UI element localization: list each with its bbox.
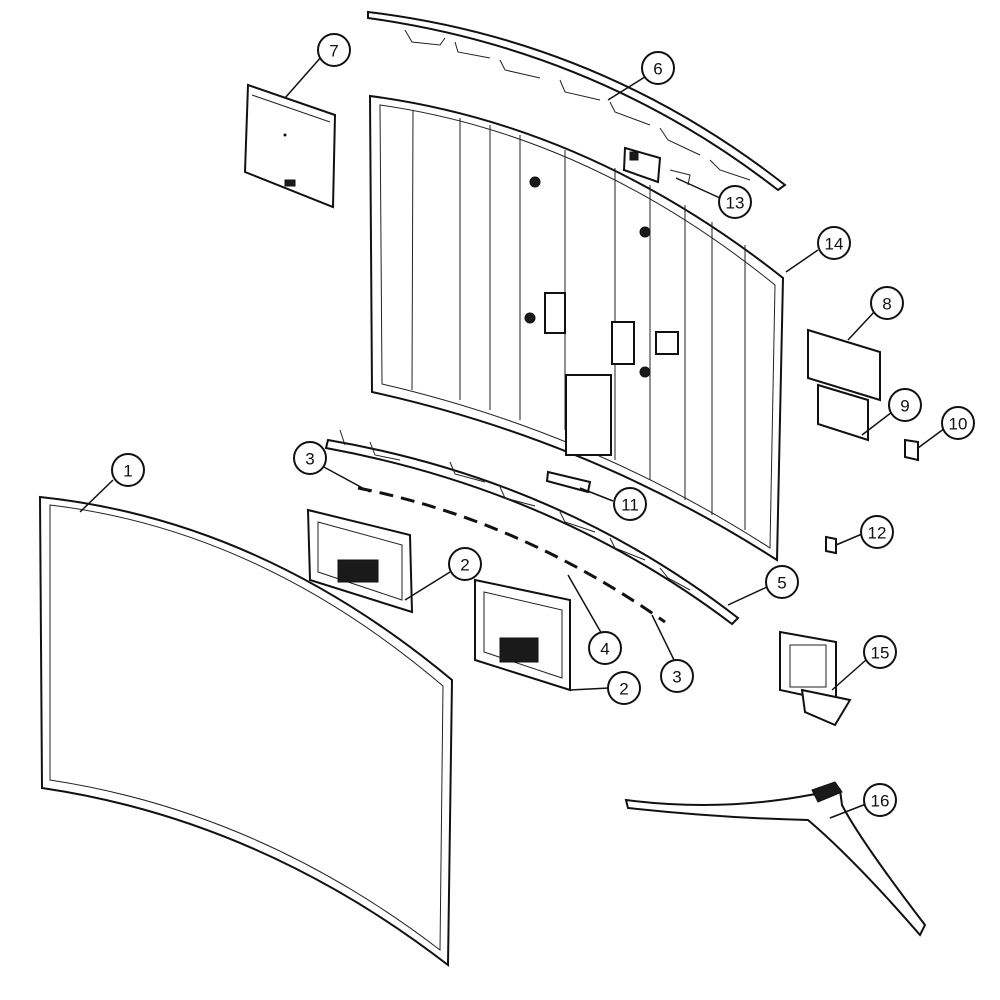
callout-label: 10 — [949, 415, 968, 434]
part-led-strip — [357, 486, 666, 624]
callout-label: 3 — [672, 668, 681, 687]
part-display-panel — [38, 495, 454, 968]
part-stand-bracket — [779, 630, 852, 727]
callout-10: 10 — [941, 406, 975, 440]
callout-2-left: 2 — [448, 547, 482, 581]
part-board-8 — [807, 328, 881, 402]
callout-16: 16 — [863, 783, 897, 817]
callout-6: 6 — [641, 51, 675, 85]
callout-label: 2 — [460, 556, 469, 575]
callout-label: 7 — [329, 42, 338, 61]
part-top-rail — [367, 10, 787, 192]
callout-label: 8 — [882, 295, 891, 314]
part-bracket-13 — [622, 146, 691, 186]
callout-7: 7 — [317, 33, 351, 67]
callout-label: 11 — [621, 496, 639, 515]
callout-label: 1 — [123, 462, 132, 481]
callout-5: 5 — [765, 565, 799, 599]
part-board-9 — [817, 383, 869, 442]
part-clip-11 — [545, 470, 592, 494]
callout-label: 13 — [726, 194, 745, 213]
callout-3-right: 3 — [660, 659, 694, 693]
callout-label: 9 — [900, 397, 909, 416]
callout-label: 4 — [600, 640, 609, 659]
callout-label: 12 — [868, 524, 887, 543]
callout-11: 11 — [613, 487, 647, 521]
callout-label: 14 — [825, 235, 844, 254]
callout-label: 5 — [777, 574, 786, 593]
callout-label: 15 — [871, 644, 890, 663]
callout-9: 9 — [888, 388, 922, 422]
callout-label: 16 — [871, 792, 890, 811]
callout-8: 8 — [870, 286, 904, 320]
callout-4: 4 — [588, 631, 622, 665]
callout-label: 2 — [619, 680, 628, 699]
callout-label: 3 — [305, 450, 314, 469]
leader-lines — [79, 55, 946, 819]
callout-13: 13 — [718, 185, 752, 219]
callout-15: 15 — [863, 635, 897, 669]
callout-1: 1 — [111, 453, 145, 487]
part-stand-base — [624, 781, 927, 937]
part-main-board — [243, 83, 337, 209]
part-small-10 — [904, 438, 919, 462]
part-bottom-rail — [324, 429, 740, 626]
callout-label: 6 — [653, 60, 662, 79]
part-small-12 — [825, 535, 837, 555]
part-speaker-right — [474, 578, 571, 692]
part-speaker-left — [306, 508, 414, 614]
callout-14: 14 — [817, 226, 851, 260]
callout-12: 12 — [860, 515, 894, 549]
part-back-chassis — [368, 94, 785, 562]
callout-3-left: 3 — [293, 441, 327, 475]
callout-2-right: 2 — [607, 671, 641, 705]
